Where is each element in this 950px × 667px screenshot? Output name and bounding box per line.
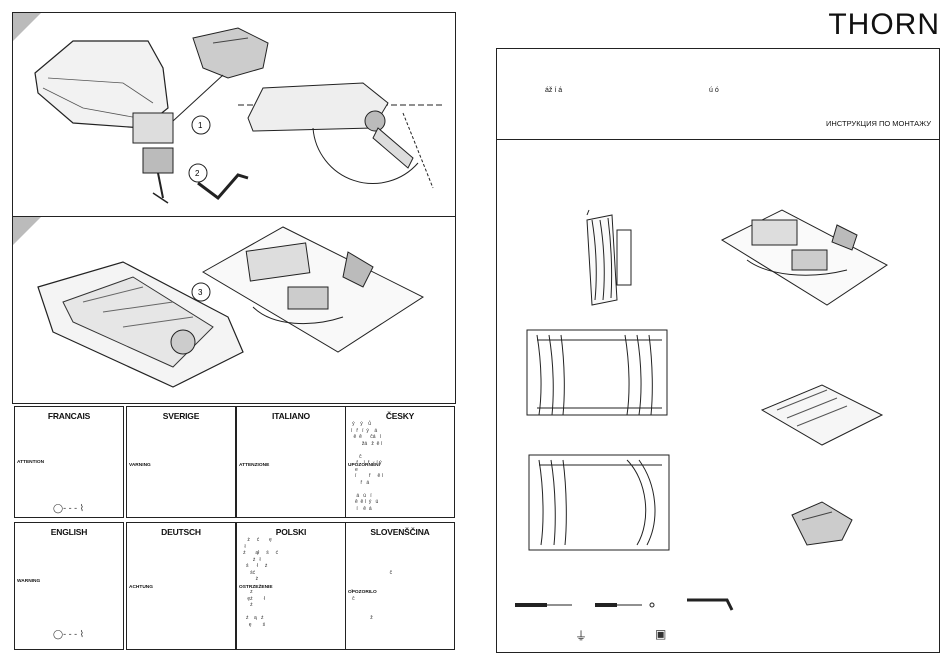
scattered-diacritics: ý ý ů í ř í ý á ě ě čá í žá ž ě í č ř í … [350,421,384,512]
brand-logo: THORN [828,8,940,41]
page-title: ИНСТРУКЦИЯ ПО МОНТАЖУ [826,119,931,128]
lang-box-english: ENGLISH WARNING ◯- - - ⌇ [14,522,124,650]
mounting-plate-illustration [760,384,884,446]
lang-title: ITALIANO [272,411,310,421]
cover-part-illustration [791,501,853,546]
lang-box-italiano: ITALIANO ATTENZIONE [236,406,346,518]
lang-title: FRANCAIS [47,411,91,421]
class-ii-icon: ▣ [655,627,667,641]
diagram-frame-top: 1 2 [12,12,456,217]
lang-box-cesky: ČESKY ý ý ů í ř í ý á ě ě čá í žá ž ě í … [345,406,455,518]
gear-tray-illustration: 3 [13,217,425,388]
lang-box-slovenscina: SLOVENŠČINA č č č ž OPOZORILO [345,522,455,650]
warning-label: WARNING [17,579,41,584]
warning-label: ACHTUNG [129,585,153,590]
scattered-diacritics: č č č ž [351,569,393,622]
scattered-diacritics: áž í á [545,87,563,94]
lang-title: ENGLISH [50,527,88,537]
bracket-small-illustration [586,209,632,306]
lang-box-sverige: SVERIGE VARNING [126,406,236,518]
gear-tray-illustration [720,209,888,306]
step-label-1: 1 [198,121,203,130]
warning-label: UPOZORNĚNÍ [348,463,380,468]
lang-box-deutsch: DEUTSCH ACHTUNG [126,522,236,650]
step-label-2: 2 [195,169,200,178]
scattered-diacritics: ż ć ę ł ż ął ś ć ż ł ś ł ż ść ż ż ęż ł ż… [243,537,279,628]
lang-title: ČESKY [385,411,415,421]
scattered-diacritics: ú ó [709,87,719,94]
warning-label: OPOZORILO [348,590,377,595]
warning-label: VARNING [129,463,151,468]
warning-label: ATTENZIONE [239,463,270,468]
instructions-header: áž í á ú ó ИНСТРУКЦИЯ ПО МОНТАЖУ [496,48,940,140]
bracket-wide-illustration [528,454,670,551]
warning-label: OSTRZEŻENIE [239,585,273,590]
symbol-row: ◯- - - ⌇ [53,503,84,513]
diagram-frame-middle: 3 [12,216,456,404]
parts-illustrations [515,209,888,611]
lang-box-polski: POLSKI ż ć ę ł ż ął ś ć ż ł ś ł ż ść ż ż… [236,522,346,650]
step-label-3: 3 [198,288,203,297]
warning-label: ATTENTION [17,460,45,465]
symbol-row: ◯- - - ⌇ [53,629,84,639]
lang-title: SVERIGE [162,411,200,421]
instructions-body: ⏚ ▣ [496,139,940,653]
lang-title: SLOVENŠČINA [370,527,430,537]
luminaire-assembly-illustration: 1 2 [13,13,445,204]
lang-box-francais: FRANCAIS ATTENTION ◯- - - ⌇ [14,406,124,518]
lang-title: POLSKI [275,527,307,537]
tools-row [515,598,734,611]
bracket-large-illustration [526,329,668,416]
earth-icon: ⏚ [575,629,588,643]
lang-title: DEUTSCH [161,527,201,537]
